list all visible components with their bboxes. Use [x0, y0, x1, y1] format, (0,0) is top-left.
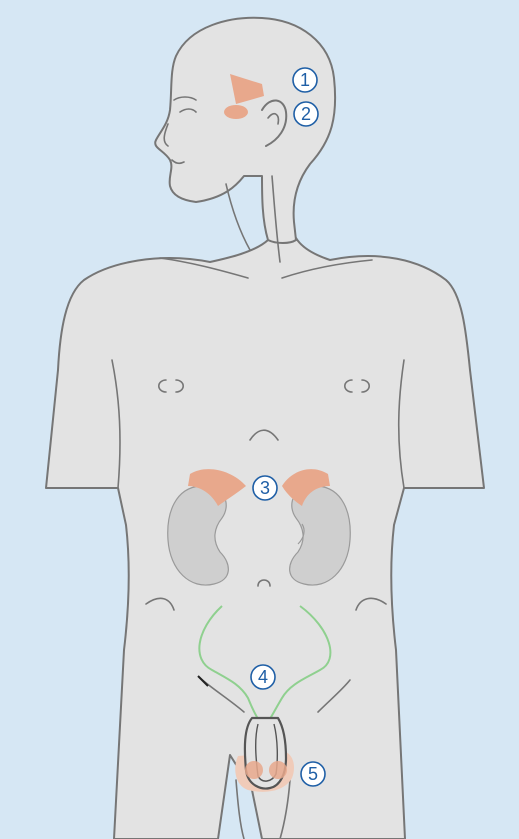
neck-line-left	[226, 184, 250, 250]
leg-inner-left	[236, 780, 244, 839]
marker-2-label: 2	[301, 104, 311, 124]
marker-4-label: 4	[258, 667, 268, 687]
head-outline	[155, 18, 335, 243]
testis-left	[245, 761, 263, 779]
testis-right	[269, 761, 287, 779]
marker-5[interactable]: 5	[301, 762, 325, 786]
pituitary-gland	[224, 105, 248, 119]
marker-2[interactable]: 2	[294, 102, 318, 126]
marker-4[interactable]: 4	[251, 665, 275, 689]
marker-1-label: 1	[300, 70, 310, 90]
marker-1[interactable]: 1	[293, 68, 317, 92]
body-silhouette	[46, 18, 484, 839]
marker-5-label: 5	[308, 764, 318, 784]
marker-3[interactable]: 3	[253, 476, 277, 500]
marker-3-label: 3	[260, 478, 270, 498]
